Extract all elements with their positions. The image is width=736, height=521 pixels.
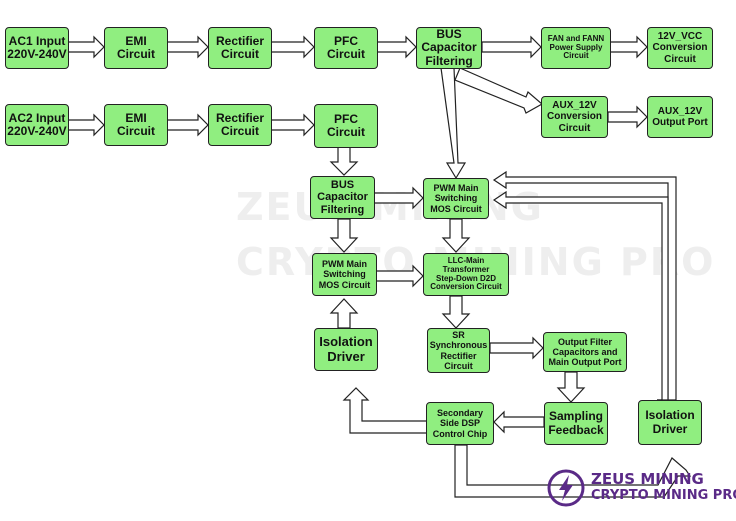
arrow-pfc2-to-bus2 — [329, 146, 359, 176]
vcc-12v-conversion-block: 12V_VCC Conversion Circuit — [647, 27, 713, 69]
isolation-driver-left-block: Isolation Driver — [314, 328, 378, 371]
arrow-isoright-to-pwm1-inner — [492, 190, 669, 401]
arrow-emi1-to-rect1 — [166, 35, 209, 59]
zeus-lightning-logo-icon — [547, 469, 585, 507]
arrow-bus1-to-fan — [481, 35, 542, 59]
rectifier-circuit-block-1: Rectifier Circuit — [208, 27, 272, 69]
logo-text-line1: ZEUS MINING — [591, 470, 704, 488]
arrow-dsp-to-isoright — [454, 444, 692, 498]
arrow-bus1-to-pwm1 — [440, 67, 467, 180]
arrow-sr-to-output — [489, 336, 544, 360]
arrow-emi2-to-rect2 — [166, 113, 209, 137]
isolation-driver-right-block: Isolation Driver — [638, 400, 702, 445]
pwm-main-switching-block-1: PWM Main Switching MOS Circuit — [423, 178, 489, 219]
emi-circuit-block-2: EMI Circuit — [104, 104, 168, 146]
sampling-feedback-block: Sampling Feedback — [544, 402, 608, 445]
arrow-dsp-to-isoleft — [342, 387, 431, 434]
watermark-text-line1: ZEUS MINING — [236, 185, 544, 229]
pfc-circuit-block-2: PFC Circuit — [314, 104, 378, 148]
ac1-input-block: AC1 Input 220V-240V — [5, 27, 69, 69]
fan-power-supply-block: FAN and FANN Power Supply Circuit — [541, 27, 611, 69]
pfc-circuit-block-1: PFC Circuit — [314, 27, 378, 69]
bus-capacitor-filtering-block-2: BUS Capacitor Filtering — [310, 176, 375, 219]
logo-text-line2: CRYPTO MINING PRO — [591, 488, 736, 503]
arrow-sampling-to-dsp — [493, 410, 545, 434]
arrow-bus1-to-auxconv — [454, 67, 544, 114]
arrow-bus2-to-pwm1 — [373, 186, 424, 210]
arrow-output-to-sampling — [556, 371, 586, 403]
llc-transformer-block: LLC-Main Transformer Step-Down D2D Conve… — [423, 253, 509, 296]
arrow-ac2-to-emi2 — [67, 113, 105, 137]
sr-synchronous-rectifier-block: SR Synchronous Rectifier Circuit — [427, 328, 490, 373]
emi-circuit-block-1: EMI Circuit — [104, 27, 168, 69]
output-filter-capacitors-block: Output Filter Capacitors and Main Output… — [543, 332, 627, 372]
arrow-pfc1-to-bus1 — [376, 35, 417, 59]
secondary-dsp-control-block: Secondary Side DSP Control Chip — [426, 402, 494, 445]
bus-capacitor-filtering-block-1: BUS Capacitor Filtering — [416, 27, 482, 69]
arrow-rect2-to-pfc2 — [270, 113, 315, 137]
arrow-fan-to-vcc — [609, 35, 648, 59]
arrow-pwm1-to-llc — [441, 218, 471, 253]
arrow-ac1-to-emi1 — [67, 35, 105, 59]
aux-12v-output-block: AUX_12V Output Port — [647, 96, 713, 138]
aux-12v-conversion-block: AUX_12V Conversion Circuit — [541, 96, 608, 138]
ac2-input-block: AC2 Input 220V-240V — [5, 104, 69, 146]
rectifier-circuit-block-2: Rectifier Circuit — [208, 104, 272, 146]
arrow-llc-to-sr — [441, 295, 471, 329]
pwm-main-switching-block-2: PWM Main Switching MOS Circuit — [312, 253, 377, 296]
arrow-bus2-to-pwm2 — [329, 218, 359, 253]
arrow-rect1-to-pfc1 — [270, 35, 315, 59]
arrow-auxconv-to-auxout — [607, 105, 648, 129]
arrow-isoleft-to-pwm2 — [329, 298, 359, 329]
arrow-pwm2-to-llc — [375, 264, 424, 288]
